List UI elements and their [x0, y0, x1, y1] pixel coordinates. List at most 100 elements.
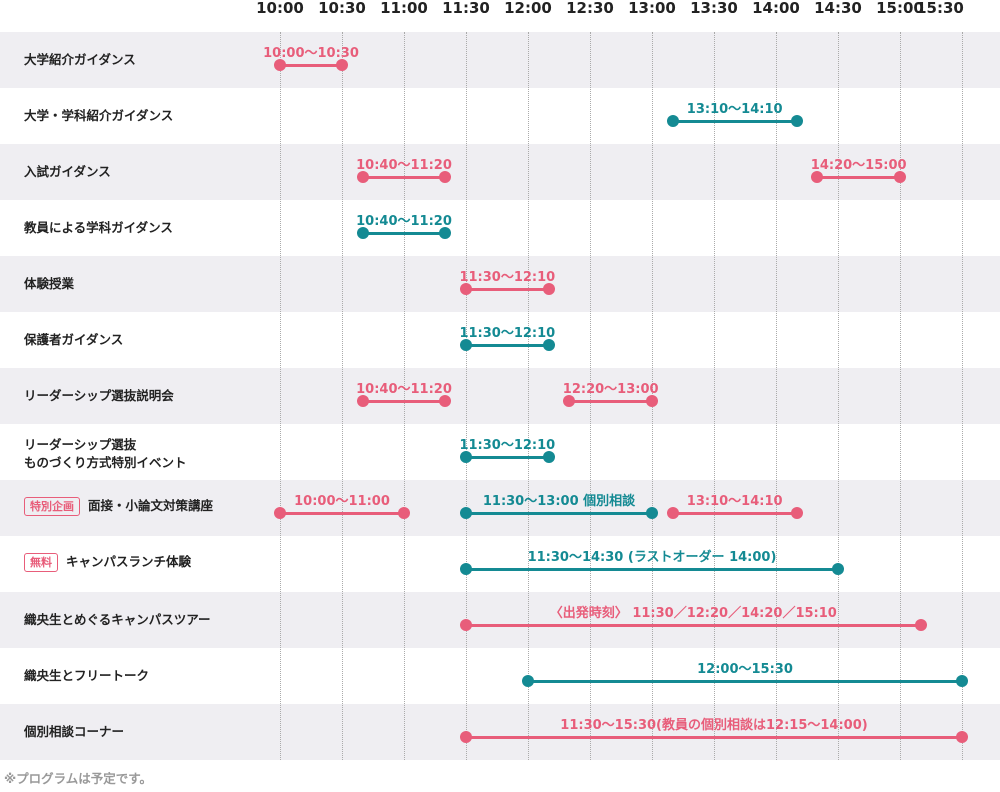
time-header: 12:00 [504, 0, 552, 17]
time-header: 13:00 [628, 0, 676, 17]
time-range-bar [466, 735, 962, 739]
row-label: 体験授業 [24, 275, 74, 293]
time-range-bar [466, 455, 549, 459]
start-dot [274, 59, 286, 71]
row-label: 織央生とフリートーク [24, 667, 149, 685]
start-dot [522, 675, 534, 687]
start-dot [356, 395, 369, 407]
time-gridline [714, 32, 715, 760]
row-badge: 特別企画 [24, 497, 80, 516]
row-label-line2: ものづくり方式特別イベント [24, 455, 187, 470]
time-range-bar [528, 679, 962, 683]
time-range-bar [569, 399, 652, 403]
schedule-row: 織央生とめぐるキャンパスツアー [0, 592, 1000, 648]
row-badge: 無料 [24, 553, 58, 572]
start-dot [460, 283, 472, 295]
row-label: 入試ガイダンス [24, 163, 111, 181]
time-gridline [776, 32, 777, 760]
end-dot [956, 675, 968, 687]
row-label: 教員による学科ガイダンス [24, 219, 173, 237]
start-dot [274, 507, 286, 519]
row-label: リーダーシップ選抜ものづくり方式特別イベント [24, 436, 187, 472]
bar-time-label: 12:20〜13:00 [562, 382, 659, 397]
bar-time-label: 13:10〜14:10 [686, 102, 783, 117]
end-dot [790, 507, 803, 519]
start-dot [460, 507, 472, 519]
end-dot [790, 115, 803, 127]
time-header: 13:30 [690, 0, 738, 17]
time-range-bar [466, 567, 838, 571]
start-dot [666, 507, 679, 519]
schedule-row: 入試ガイダンス [0, 144, 1000, 200]
time-gridline [280, 32, 281, 760]
bar-time-label: 10:00〜11:00 [294, 494, 390, 509]
end-dot [398, 507, 410, 519]
time-gridline [962, 32, 963, 760]
time-range-bar [672, 119, 797, 123]
end-dot [542, 451, 555, 463]
start-dot [811, 171, 824, 183]
row-label: 保護者ガイダンス [24, 331, 123, 349]
start-dot [563, 395, 576, 407]
time-range-bar [362, 231, 446, 235]
bar-time-label: 11:30〜12:10 [459, 438, 556, 453]
row-label-text: リーダーシップ選抜説明会 [24, 388, 174, 403]
end-dot [914, 619, 927, 631]
row-label-line1: リーダーシップ選抜 [24, 437, 137, 452]
start-dot [666, 115, 679, 127]
schedule-row: 教員による学科ガイダンス [0, 200, 1000, 256]
start-dot [460, 731, 472, 743]
time-gridline [590, 32, 591, 760]
row-label-text: 教員による学科ガイダンス [24, 220, 173, 235]
bar-time-label: 10:40〜11:20 [356, 214, 452, 229]
row-label: 特別企画面接・小論文対策講座 [24, 497, 213, 516]
bar-time-label: 11:30〜12:10 [459, 326, 556, 341]
time-gridline [900, 32, 901, 760]
time-range-bar [280, 63, 342, 67]
end-dot [894, 171, 906, 183]
start-dot [356, 227, 369, 239]
start-dot [460, 619, 472, 631]
end-dot [336, 59, 348, 71]
row-label-text: 保護者ガイダンス [24, 332, 124, 347]
time-range-bar [362, 175, 446, 179]
row-label-text: 入試ガイダンス [24, 164, 111, 179]
time-header: 14:30 [814, 0, 862, 17]
footnote: ※プログラムは予定です。 [4, 771, 153, 786]
bar-time-label: 14:20〜15:00 [810, 158, 907, 173]
end-dot [439, 171, 452, 183]
bar-time-label: 10:00〜10:30 [263, 46, 359, 61]
time-gridline [342, 32, 343, 760]
row-label-text: キャンパスランチ体験 [66, 554, 192, 569]
time-range-bar [466, 287, 549, 291]
schedule-row: 大学・学科紹介ガイダンス [0, 88, 1000, 144]
time-range-bar [466, 343, 549, 347]
row-label-text: 体験授業 [24, 276, 75, 291]
end-dot [646, 395, 658, 407]
bar-time-label: 〈出発時刻〉 11:30／12:20／14:20／15:10 [549, 606, 837, 621]
start-dot [356, 171, 369, 183]
time-range-bar [672, 511, 797, 515]
time-header: 12:30 [566, 0, 614, 17]
row-label: リーダーシップ選抜説明会 [24, 387, 174, 405]
time-header: 10:30 [318, 0, 366, 17]
row-label: 個別相談コーナー [24, 723, 124, 741]
bar-time-label: 10:40〜11:20 [356, 382, 452, 397]
time-range-bar [280, 511, 404, 515]
time-gridline [838, 32, 839, 760]
row-label-text: 大学紹介ガイダンス [24, 52, 136, 67]
bar-time-label: 11:30〜14:30 (ラストオーダー 14:00) [527, 550, 777, 565]
schedule-row: リーダーシップ選抜説明会 [0, 368, 1000, 424]
bar-time-label: 11:30〜13:00 個別相談 [482, 494, 636, 509]
time-gridline [404, 32, 405, 760]
time-header: 10:00 [256, 0, 304, 17]
row-label-text: 大学・学科紹介ガイダンス [24, 108, 174, 123]
start-dot [460, 563, 472, 575]
schedule-row: 個別相談コーナー [0, 704, 1000, 760]
start-dot [460, 339, 472, 351]
bar-time-label: 11:30〜12:10 [459, 270, 556, 285]
schedule-row: リーダーシップ選抜ものづくり方式特別イベント [0, 424, 1000, 480]
end-dot [439, 227, 452, 239]
time-range-bar [466, 623, 921, 627]
